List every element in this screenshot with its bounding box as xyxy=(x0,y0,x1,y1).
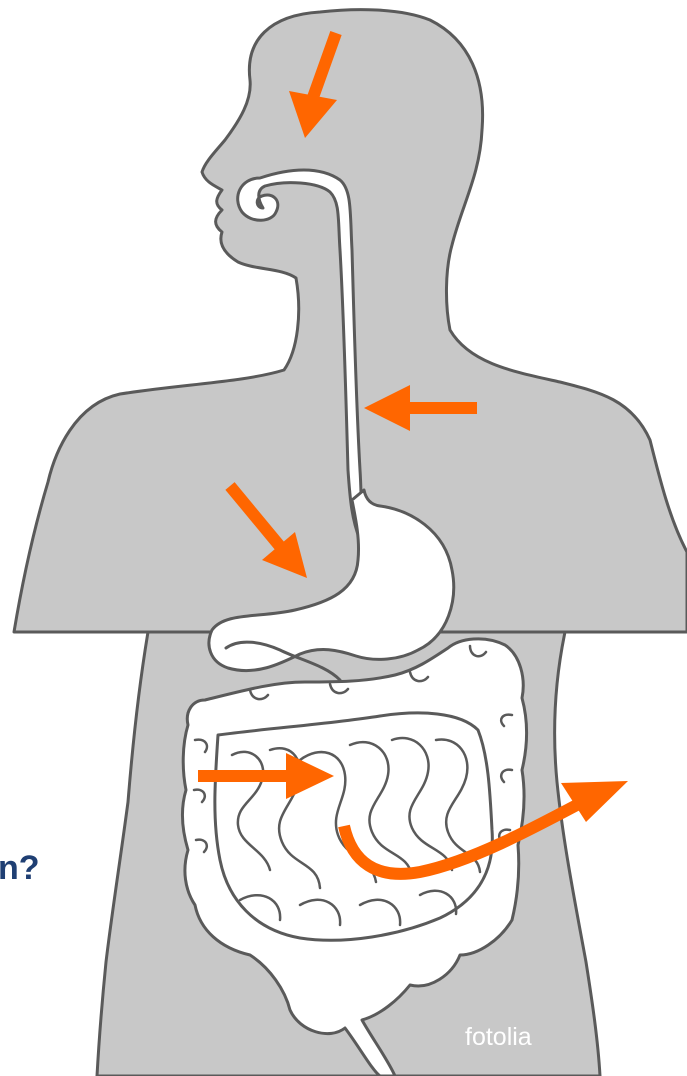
partial-heading-text: n? xyxy=(0,848,40,888)
small-intestine xyxy=(215,713,492,940)
fotolia-watermark: fotolia xyxy=(465,1022,532,1052)
